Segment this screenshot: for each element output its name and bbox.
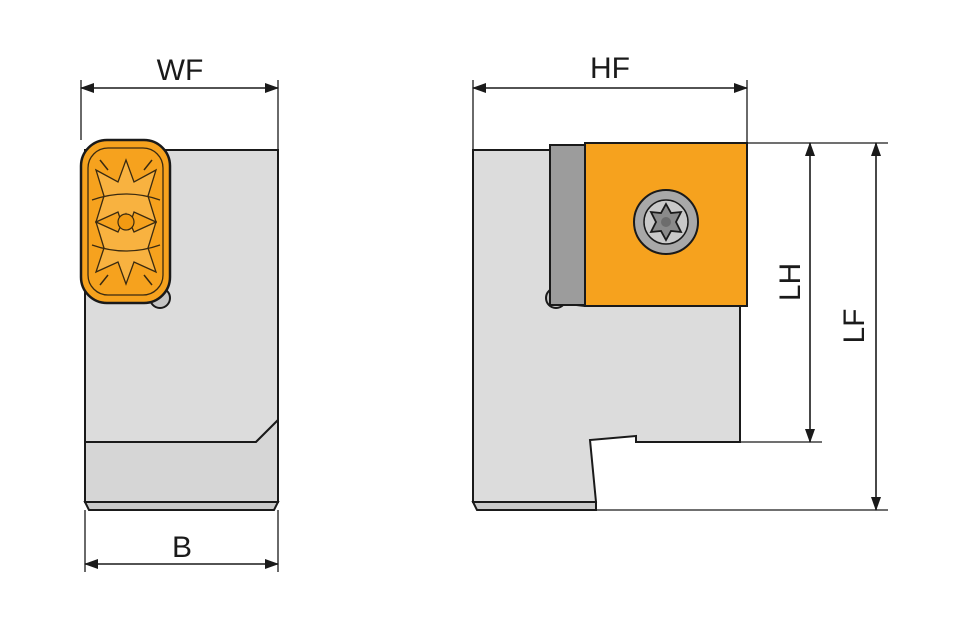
side-view (471, 142, 748, 511)
torx-screw-icon (633, 189, 699, 255)
dim-wf-label: WF (157, 54, 204, 87)
dim-lh-label: LH (774, 263, 807, 301)
front-foot (84, 417, 279, 503)
dim-wf: WF (80, 54, 279, 150)
dim-b-label: B (172, 531, 192, 564)
front-view (79, 138, 280, 511)
dim-lf: LF (596, 142, 888, 511)
front-bottom-rail (83, 501, 280, 511)
dim-lf-label: LF (838, 308, 871, 343)
dim-lh: LH (740, 142, 822, 443)
dim-b: B (84, 510, 279, 572)
dim-hf-label: HF (590, 52, 630, 85)
side-bottom-rail (471, 501, 597, 511)
front-insert (79, 138, 172, 305)
dim-hf: HF (472, 52, 748, 150)
